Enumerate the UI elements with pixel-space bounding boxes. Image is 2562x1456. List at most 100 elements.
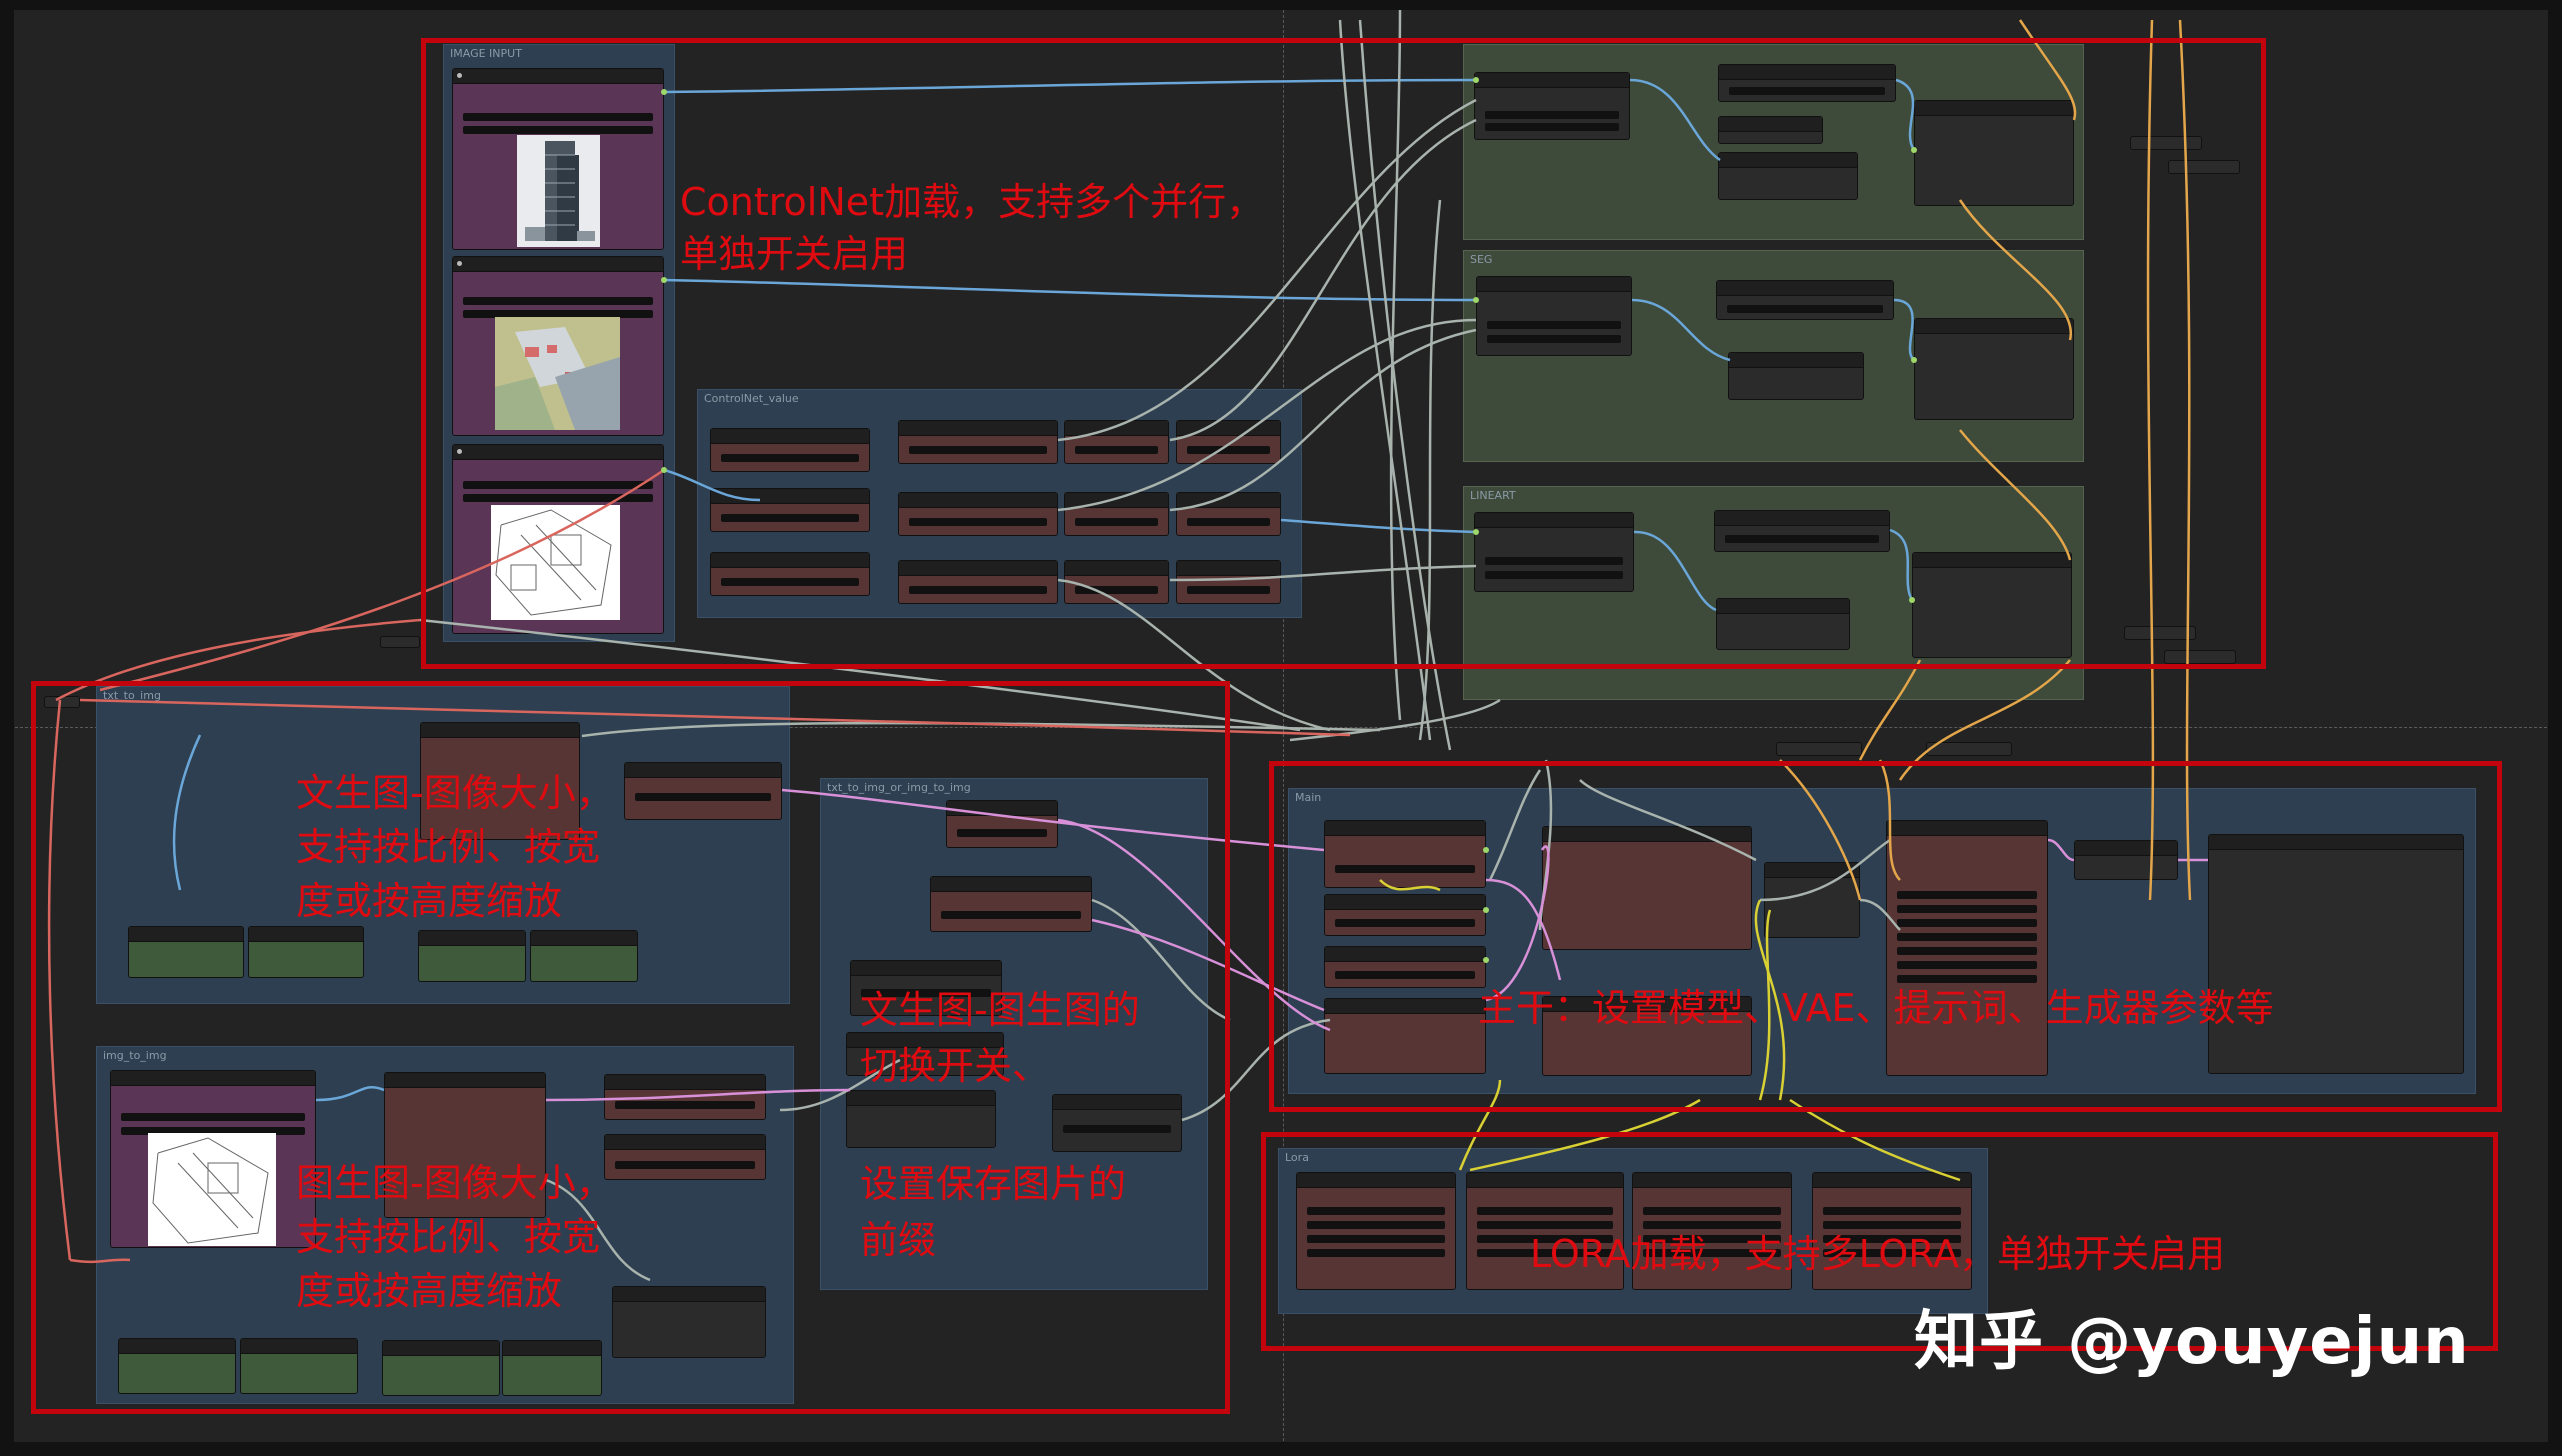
primitive-node-4[interactable]	[530, 930, 638, 982]
reroute-node-6[interactable]	[1926, 742, 2012, 756]
controlnet-end-node-3[interactable]	[1064, 560, 1169, 604]
building-image	[525, 141, 595, 241]
primitive-node-7[interactable]	[382, 1340, 500, 1396]
annotation-controlnet-line-1: ControlNet加载，支持多个并行，	[680, 180, 1265, 224]
switch-node-b[interactable]	[930, 876, 1092, 932]
empty-latent-node[interactable]	[624, 762, 782, 820]
clip-skip-node[interactable]	[1324, 946, 1486, 988]
group-title-lineart: LINEART	[1470, 489, 1516, 502]
annotation-save-prefix-line-1: 设置保存图片的	[860, 1162, 1127, 1206]
annotation-lora: LORA加载，支持多LORA，单独开关启用	[1530, 1228, 2225, 1280]
apply-controlnet-node-depth[interactable]	[1718, 152, 1858, 200]
image-thumbnail-lineart	[491, 505, 620, 620]
annotation-txt2img-line-3: 度或按高度缩放	[296, 879, 563, 923]
annotation-box-main	[1269, 761, 2502, 1112]
annotation-txt2img: 文生图-图像大小， 支持按比例、按宽 度或按高度缩放	[296, 766, 614, 928]
annotation-img2img-line-3: 度或按高度缩放	[296, 1269, 563, 1313]
annotation-txt2img-line-1: 文生图-图像大小，	[296, 771, 614, 815]
string-node-3[interactable]	[846, 1090, 996, 1148]
ksampler-node[interactable]	[1886, 820, 2048, 1076]
controlnet-start-node-2[interactable]	[898, 492, 1058, 536]
primitive-node-1[interactable]	[128, 926, 244, 978]
annotation-save-prefix: 设置保存图片的 前缀	[860, 1156, 1126, 1268]
lineart-image-img2img	[152, 1137, 269, 1244]
switch-node-depth[interactable]	[1718, 116, 1823, 144]
controlnet-switch-node-1[interactable]	[1176, 420, 1281, 464]
annotation-controlnet: ControlNet加载，支持多个并行， 单独开关启用	[680, 176, 1264, 280]
controlnet-loader-node-lineart[interactable]	[1714, 510, 1890, 552]
lora-loader-node-3[interactable]	[1632, 1172, 1792, 1290]
annotation-switch-line-2: 切换开关、	[860, 1044, 1051, 1088]
save-prefix-node[interactable]	[1052, 1094, 1182, 1152]
image-scale-node[interactable]	[604, 1134, 766, 1180]
controlnet-loader-node-depth[interactable]	[1718, 64, 1896, 102]
annotation-box-controlnet	[421, 38, 2266, 669]
reroute-node-3[interactable]	[2124, 626, 2196, 640]
annotation-switch-line-1: 文生图-图生图的	[860, 988, 1140, 1032]
annotation-img2img: 图生图-图像大小， 支持按比例、按宽 度或按高度缩放	[296, 1156, 614, 1318]
image-thumbnail-img2img	[148, 1133, 276, 1246]
primitive-node-8[interactable]	[502, 1340, 602, 1396]
annotation-save-prefix-line-2: 前缀	[860, 1218, 937, 1262]
lora-loader-node-4[interactable]	[1812, 1172, 1972, 1290]
controlnet-start-node-3[interactable]	[898, 560, 1058, 604]
group-title-switch: txt_to_img_or_img_to_img	[827, 781, 971, 794]
controlnet-apply-advanced-depth[interactable]	[1914, 100, 2074, 206]
prompt-node-extra[interactable]	[1542, 996, 1752, 1076]
image-thumbnail-seg	[495, 317, 620, 430]
controlnet-switch-node-2[interactable]	[1176, 492, 1281, 536]
image-thumbnail-building	[517, 135, 600, 247]
primitive-node-2[interactable]	[248, 926, 364, 978]
primitive-node-3[interactable]	[418, 930, 526, 982]
group-title-lora: Lora	[1285, 1151, 1309, 1164]
preprocessor-node-depth[interactable]	[1474, 72, 1630, 140]
string-node-2[interactable]	[846, 1032, 1004, 1076]
controlnet-strength-node-3[interactable]	[710, 552, 870, 596]
controlnet-switch-node-3[interactable]	[1176, 560, 1281, 604]
annotation-main-line-1: 主干：设置模型、VAE、提示词、生成器参数等	[1478, 986, 2274, 1030]
preprocessor-node-lineart[interactable]	[1474, 512, 1634, 592]
image-size-node-img2img[interactable]	[384, 1072, 546, 1218]
group-title-main: Main	[1295, 791, 1322, 804]
annotation-box-lora	[1261, 1132, 2498, 1351]
preprocessor-node-seg[interactable]	[1476, 276, 1632, 356]
reroute-node-7[interactable]	[380, 636, 420, 648]
image-size-node-txt2img[interactable]	[420, 722, 580, 840]
primitive-node-6[interactable]	[240, 1338, 358, 1394]
annotation-lora-line-1: LORA加载，支持多LORA，单独开关启用	[1530, 1232, 2226, 1276]
controlnet-strength-node-1[interactable]	[710, 428, 870, 472]
annotation-controlnet-line-2: 单独开关启用	[680, 232, 909, 276]
annotation-box-image-size	[31, 681, 1230, 1414]
segmentation-image	[495, 317, 620, 430]
annotation-img2img-line-1: 图生图-图像大小，	[296, 1161, 614, 1205]
controlnet-apply-advanced-lineart[interactable]	[1912, 552, 2072, 658]
vae-loader-node[interactable]	[1324, 894, 1486, 936]
controlnet-strength-node-2[interactable]	[710, 488, 870, 532]
image-batch-node[interactable]	[612, 1286, 766, 1358]
group-title-seg: SEG	[1470, 253, 1493, 266]
controlnet-apply-advanced-seg[interactable]	[1914, 318, 2074, 420]
reroute-node-4[interactable]	[2164, 650, 2236, 664]
annotation-txt2img-line-2: 支持按比例、按宽	[296, 825, 601, 869]
string-node-1[interactable]	[850, 960, 1002, 1016]
annotation-main: 主干：设置模型、VAE、提示词、生成器参数等	[1478, 982, 2274, 1034]
primitive-node-5[interactable]	[118, 1338, 236, 1394]
group-title-txt-to-img: txt_to_img	[103, 689, 161, 702]
annotation-img2img-line-2: 支持按比例、按宽	[296, 1215, 601, 1259]
lora-loader-node-2[interactable]	[1466, 1172, 1624, 1290]
group-title-controlnet-value: ControlNet_value	[704, 392, 799, 405]
apply-controlnet-node-lineart[interactable]	[1716, 598, 1850, 650]
controlnet-start-node-1[interactable]	[898, 420, 1058, 464]
reroute-node-5[interactable]	[1776, 742, 1862, 756]
lora-loader-node-1[interactable]	[1296, 1172, 1456, 1290]
watermark: 知乎 @youyejun	[1914, 1305, 2470, 1379]
checkpoint-loader-node[interactable]	[1324, 820, 1486, 888]
save-image-node[interactable]	[2208, 834, 2464, 1074]
negative-prompt-node[interactable]	[1542, 826, 1752, 950]
positive-prompt-node[interactable]	[1324, 998, 1486, 1074]
controlnet-loader-node-seg[interactable]	[1716, 280, 1894, 320]
apply-controlnet-node-seg[interactable]	[1728, 352, 1864, 400]
group-title-image-input: IMAGE INPUT	[450, 47, 522, 60]
annotation-switch: 文生图-图生图的 切换开关、	[860, 982, 1140, 1094]
